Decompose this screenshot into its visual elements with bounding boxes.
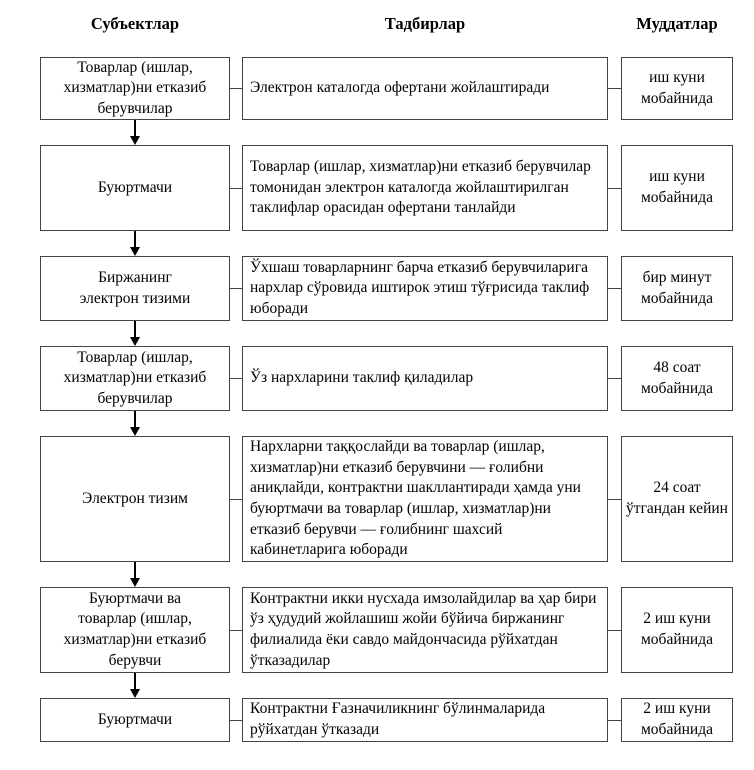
term-box: бир минут мобайнида — [621, 256, 733, 321]
action-box: Ўз нархларини таклиф қиладилар — [242, 346, 608, 411]
action-box: Контрактни Ғазначиликнинг бўлинмаларида … — [242, 698, 608, 742]
right-connector-line — [608, 498, 621, 500]
left-connector-line — [230, 88, 242, 89]
right-connector-line — [608, 719, 621, 721]
right-connector-line — [608, 187, 621, 189]
arrow-gap — [0, 673, 754, 698]
arrow-gap — [0, 562, 754, 587]
right-connector-line — [608, 629, 621, 631]
term-box: иш куни мобайнида — [621, 57, 733, 120]
subject-box: Биржанинг электрон тизими — [40, 256, 230, 321]
arrow-line — [134, 231, 136, 247]
flow-row-6: Буюртмачи ва товарлар (ишлар, хизматлар)… — [0, 587, 754, 673]
left-margin-spacer — [0, 145, 40, 231]
arrow-line — [134, 562, 136, 578]
term-box: иш куни мобайнида — [621, 145, 733, 231]
arrow-head — [130, 427, 140, 436]
action-box: Контрактни икки нусхада имзолайдилар ва … — [242, 587, 608, 673]
subject-box: Буюртмачи ва товарлар (ишлар, хизматлар)… — [40, 587, 230, 673]
subject-box: Товарлар (ишлар, хизматлар)ни етказиб бе… — [40, 346, 230, 411]
left-connector-line — [230, 719, 242, 721]
arrow-gap — [0, 321, 754, 346]
flow-row-4: Товарлар (ишлар, хизматлар)ни етказиб бе… — [0, 346, 754, 411]
header-spacer — [230, 13, 242, 35]
down-arrow-icon — [130, 321, 140, 346]
arrow-head — [130, 247, 140, 256]
column-header-terms: Муддатлар — [636, 14, 718, 33]
down-arrow-icon — [130, 411, 140, 436]
right-connector-line — [608, 378, 621, 379]
flow-row-5: Электрон тизим Нархларни таққослайди ва … — [0, 436, 754, 562]
action-box: Товарлар (ишлар, хизматлар)ни етказиб бе… — [242, 145, 608, 231]
left-connector-line — [230, 498, 242, 500]
down-arrow-icon — [130, 231, 140, 256]
arrow-line — [134, 673, 136, 689]
right-connector-line — [608, 288, 621, 289]
column-headers: Субъектлар Тадбирлар Муддатлар — [0, 0, 754, 35]
subject-box: Электрон тизим — [40, 436, 230, 562]
left-margin-spacer — [0, 256, 40, 321]
header-spacer — [608, 13, 621, 35]
term-box: 24 соат ўтгандан кейин — [621, 436, 733, 562]
arrow-head — [130, 136, 140, 145]
subject-box: Буюртмачи — [40, 698, 230, 742]
left-connector-line — [230, 629, 242, 631]
action-box: Ўхшаш товарларнинг барча етказиб берувчи… — [242, 256, 608, 321]
flow-row-1: Товарлар (ишлар, хизматлар)ни етказиб бе… — [0, 57, 754, 120]
flow-row-7: Буюртмачи Контрактни Ғазначиликнинг бўли… — [0, 698, 754, 742]
down-arrow-icon — [130, 673, 140, 698]
term-box: 2 иш куни мобайнида — [621, 698, 733, 742]
column-header-actions: Тадбирлар — [384, 14, 466, 33]
down-arrow-icon — [130, 120, 140, 145]
down-arrow-icon — [130, 562, 140, 587]
action-box: Электрон каталогда офертани жойлаштиради — [242, 57, 608, 120]
subject-box: Буюртмачи — [40, 145, 230, 231]
action-box: Нархларни таққослайди ва товарлар (ишлар… — [242, 436, 608, 562]
left-margin-spacer — [0, 698, 40, 742]
term-box: 2 иш куни мобайнида — [621, 587, 733, 673]
left-connector-line — [230, 378, 242, 379]
arrow-line — [134, 120, 136, 136]
arrow-head — [130, 337, 140, 346]
left-margin-spacer — [0, 436, 40, 562]
arrow-gap — [0, 120, 754, 145]
left-connector-line — [230, 187, 242, 189]
arrow-line — [134, 411, 136, 427]
column-header-subjects: Субъектлар — [90, 14, 180, 33]
left-margin-spacer — [0, 587, 40, 673]
flow-row-2: Буюртмачи Товарлар (ишлар, хизматлар)ни … — [0, 145, 754, 231]
flow-row-3: Биржанинг электрон тизими Ўхшаш товарлар… — [0, 256, 754, 321]
arrow-gap — [0, 411, 754, 436]
arrow-head — [130, 578, 140, 587]
left-margin-spacer — [0, 346, 40, 411]
arrow-head — [130, 689, 140, 698]
left-connector-line — [230, 288, 242, 289]
subject-box: Товарлар (ишлар, хизматлар)ни етказиб бе… — [40, 57, 230, 120]
arrow-gap — [0, 231, 754, 256]
right-connector-line — [608, 88, 621, 89]
left-margin-spacer — [0, 13, 40, 35]
arrow-line — [134, 321, 136, 337]
left-margin-spacer — [0, 57, 40, 120]
term-box: 48 соат мобайнида — [621, 346, 733, 411]
